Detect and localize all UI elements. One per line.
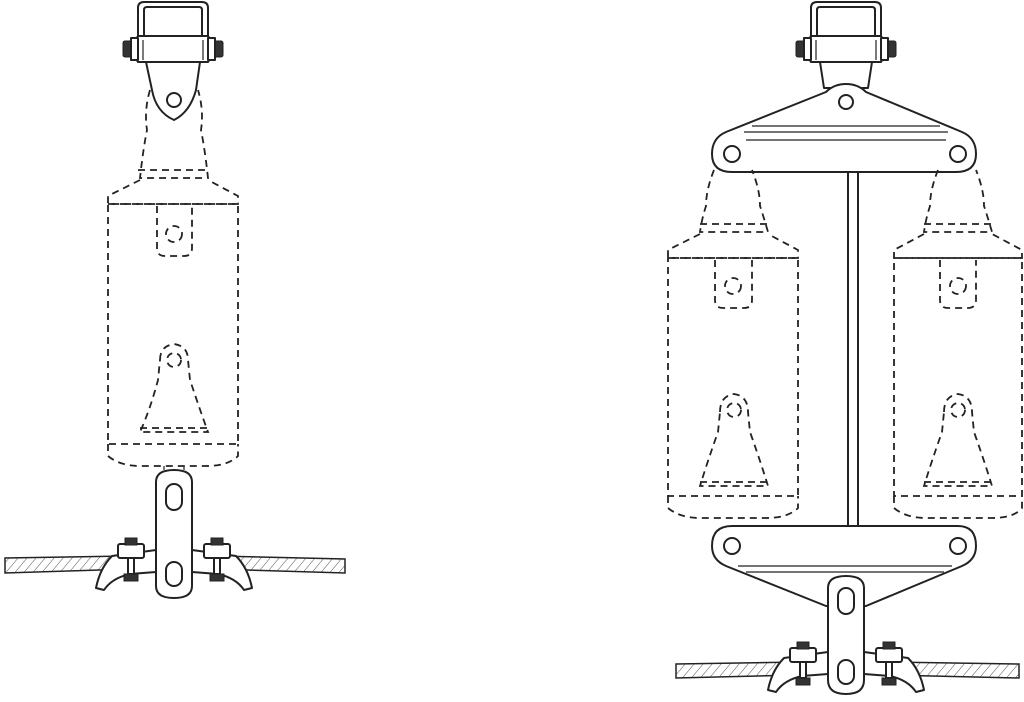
lower-yoke-plate [711, 525, 977, 607]
top-clevis-hanger-right [795, 1, 897, 89]
insulator-right-b [893, 169, 1023, 519]
suspension-clamp-left [95, 537, 253, 591]
single-insulator-assembly [4, 1, 346, 599]
insulator-right-a [667, 169, 799, 519]
link-plate-left [155, 466, 193, 599]
insulator-left [107, 89, 239, 467]
link-plate-right [827, 575, 865, 695]
conductor-cable-right [675, 661, 1020, 679]
conductor-cable-left [4, 555, 346, 574]
center-strut [847, 171, 859, 529]
double-insulator-assembly [667, 1, 1023, 695]
top-clevis-hanger-left [122, 1, 224, 121]
suspension-clamp-right [767, 641, 925, 693]
upper-yoke-plate [711, 83, 977, 173]
